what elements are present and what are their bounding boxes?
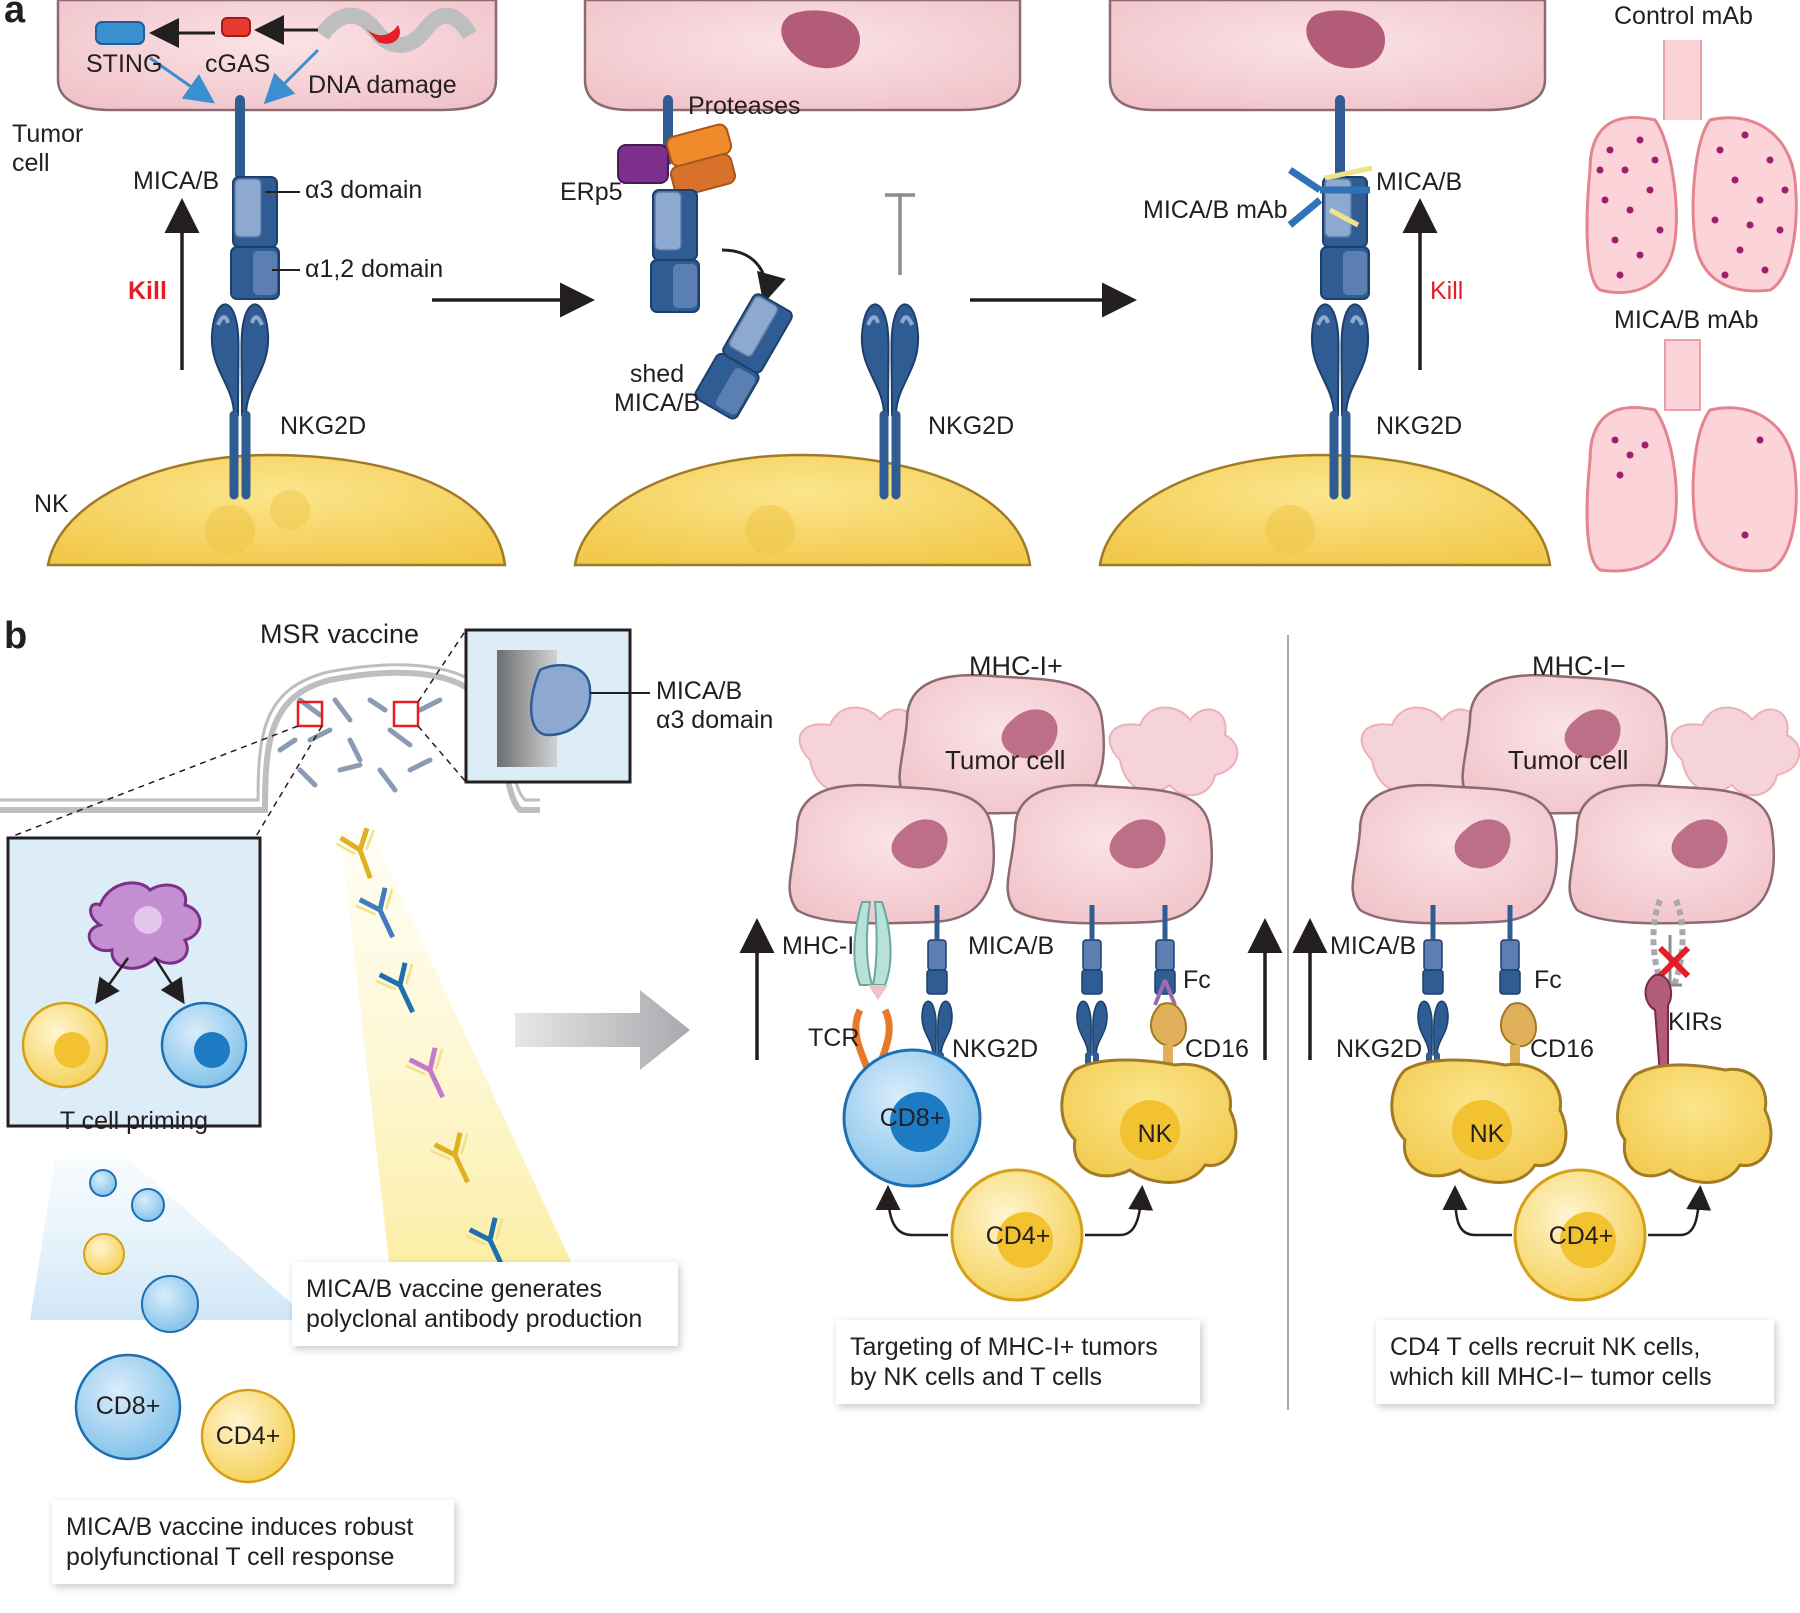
alpha3-domain-label: α3 domain [305,176,423,204]
mica-b-label-1: MICA/B [133,167,220,195]
proteases-label: Proteases [688,92,801,120]
block-x-icon [1657,945,1691,979]
panel-b-letter: b [4,615,28,657]
kill-label-3: Kill [1430,277,1464,305]
cd4-label-b: CD4+ [215,1422,281,1450]
inhibition-bar [885,193,915,275]
protease-icon-2 [669,153,737,197]
nkg2d-label-1: NKG2D [280,412,367,440]
cgas-label: cGAS [205,50,271,78]
expanding-t-cells [74,1169,296,1484]
erp5-icon [617,144,669,184]
nkg2d-pos-label: NKG2D [952,1035,1039,1063]
mica-b-molecule [230,176,280,300]
cd4-neg-label: CD4+ [1548,1222,1614,1250]
shed-mica-b-molecule [692,290,797,422]
dna-damage-label: DNA damage [308,71,457,99]
dna-damage-icon [315,7,477,53]
fc-pos-label: Fc [1183,966,1211,994]
cgas-icon [221,17,251,37]
msr-vaccine-scaffold [0,629,540,839]
panel-a-step3 [1098,0,1552,567]
nkg2d-label-3: NKG2D [1376,412,1463,440]
panel-a-step1 [46,0,507,567]
alpha3-domain-b-label: MICA/B α3 domain [656,677,774,734]
shed-mica-b-label: shed MICA/B [614,360,701,417]
nkg2d-label-2: NKG2D [928,412,1015,440]
sting-label: STING [86,50,163,78]
alpha12-domain-label: α1,2 domain [305,255,444,283]
antibody-caption: MICA/B vaccine generates polyclonal anti… [292,1262,678,1346]
mhc-neg-caption: CD4 T cells recruit NK cells, which kill… [1376,1320,1774,1404]
nk-pos-label: NK [1137,1120,1173,1148]
kill-label-1: Kill [128,277,167,305]
panel-a-letter: a [4,0,26,31]
cd8-pos-label: CD8+ [879,1104,945,1132]
mica-b-mab-icon [1287,165,1373,228]
nk-label: NK [34,490,69,518]
t-cell-beam [30,1160,310,1320]
tumor-cell-pos-label: Tumor cell [945,745,1066,775]
mica-b-mab-lungs-label: MICA/B mAb [1614,306,1759,334]
cd16-pos-label: CD16 [1185,1035,1249,1063]
mica-b-neg-label: MICA/B [1330,932,1417,960]
big-transition-arrow [515,990,690,1070]
tumor-cell-label: Tumor cell [12,120,84,177]
mhc-neg-scene [1292,673,1800,1302]
mica-b-pos-label: MICA/B [968,932,1055,960]
cd8-label-b: CD8+ [95,1392,161,1420]
mhc-i-label: MHC-I [782,932,855,960]
control-mab-label: Control mAb [1614,2,1753,30]
mhc-neg-title: MHC-I− [1532,651,1626,681]
nkg2d-neg-label: NKG2D [1336,1035,1423,1063]
fc-neg-label: Fc [1534,966,1562,994]
panel-a-step2 [573,0,1032,567]
lungs-mica-mab [1585,339,1798,573]
mhc-pos-scene [739,673,1283,1302]
tcr-label: TCR [808,1024,860,1052]
cd16-neg-label: CD16 [1530,1035,1594,1063]
mica-b-mab-label: MICA/B mAb [1143,196,1288,224]
antibody-beam [340,830,575,1270]
lungs-control [1585,40,1798,295]
t-cell-priming-box [6,836,262,1128]
nk-cell-neg-2 [1616,1063,1773,1184]
msr-vaccine-label: MSR vaccine [260,619,420,649]
erp5-label: ERp5 [560,178,623,206]
cd4-pos-label: CD4+ [985,1222,1051,1250]
mica-b-label-3: MICA/B [1376,168,1463,196]
nk-neg-label: NK [1469,1120,1505,1148]
mhc-pos-caption: Targeting of MHC-I+ tumors by NK cells a… [836,1320,1200,1404]
sting-icon [95,21,145,45]
t-cell-priming-label: T cell priming [59,1107,209,1135]
alpha3-zoom-box [464,628,650,784]
t-cell-caption: MICA/B vaccine induces robust polyfuncti… [52,1500,454,1584]
kirs-label: KIRs [1668,1008,1723,1036]
tumor-cell-neg-label: Tumor cell [1508,745,1629,775]
mhc-pos-title: MHC-I+ [969,651,1063,681]
